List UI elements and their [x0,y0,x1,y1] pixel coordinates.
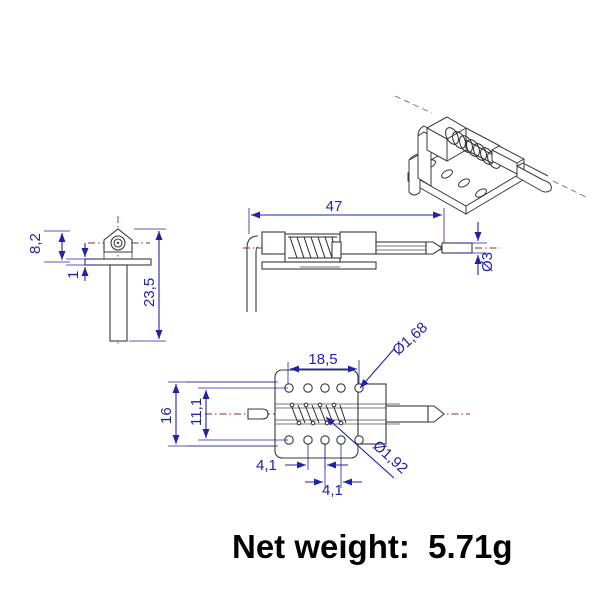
dim-1: 1 [65,243,96,281]
iso-top-rail [465,127,501,147]
front-view-bore-center-mark [116,241,120,245]
dim-18-5-text: 18,5 [308,351,337,368]
front-view-leg [109,264,128,342]
dim-16-text: 16 [158,407,175,424]
dim-8-2-text: 8,2 [27,233,44,254]
dim-8-2: 8,2 [27,230,70,263]
dim-11-1: 11,1 [188,387,288,441]
side-view-base-plate [261,261,377,270]
isometric-view [394,95,589,215]
dim-d3: Ø3 [455,222,496,275]
dim-47: 47 [248,198,445,243]
iso-pin-tip [516,162,552,193]
front-view-flange [84,258,152,266]
dim-23-5-text: 23,5 [141,278,158,307]
iso-bottom-rail [465,149,493,164]
side-view-shaft [375,241,427,255]
top-view-main-plate [274,369,359,459]
top-view-hole-row-bottom [284,435,364,445]
dim-11-1-text: 11,1 [188,398,205,426]
front-view: 8,2 1 23,5 [27,216,166,345]
top-view-shaft [385,405,429,423]
iso-axis-line-right [552,180,589,199]
top-view-spring [289,402,347,426]
side-view-spring [288,236,342,259]
side-view-pin-tip [441,242,473,254]
dim-18-5: 18,5 [287,351,360,384]
side-view-leg-outer [246,235,259,312]
top-view-right-block [357,383,387,445]
dim-16: 16 [158,381,278,447]
dim-4-1-a-text: 4,1 [256,457,277,474]
net-weight-label: Net weight: 5.71g [232,528,513,565]
top-view-pin-tip [427,405,445,423]
dim-d3-text: Ø3 [479,252,496,272]
dim-23-5: 23,5 [129,228,166,342]
side-view-left-block [261,231,286,255]
dim-4-1-b-text: 4,1 [322,482,343,499]
iso-axis-line-left [394,95,433,114]
top-view-left-slug [247,408,269,420]
dim-1-text: 1 [65,271,82,279]
side-view: 47 Ø3 [243,198,500,312]
side-view-leg-inner [255,246,259,312]
side-view-pin-taper [425,241,443,255]
dim-47-text: 47 [326,198,343,215]
dim-4-1-b: 4,1 [305,444,362,499]
side-view-right-block [339,231,377,255]
